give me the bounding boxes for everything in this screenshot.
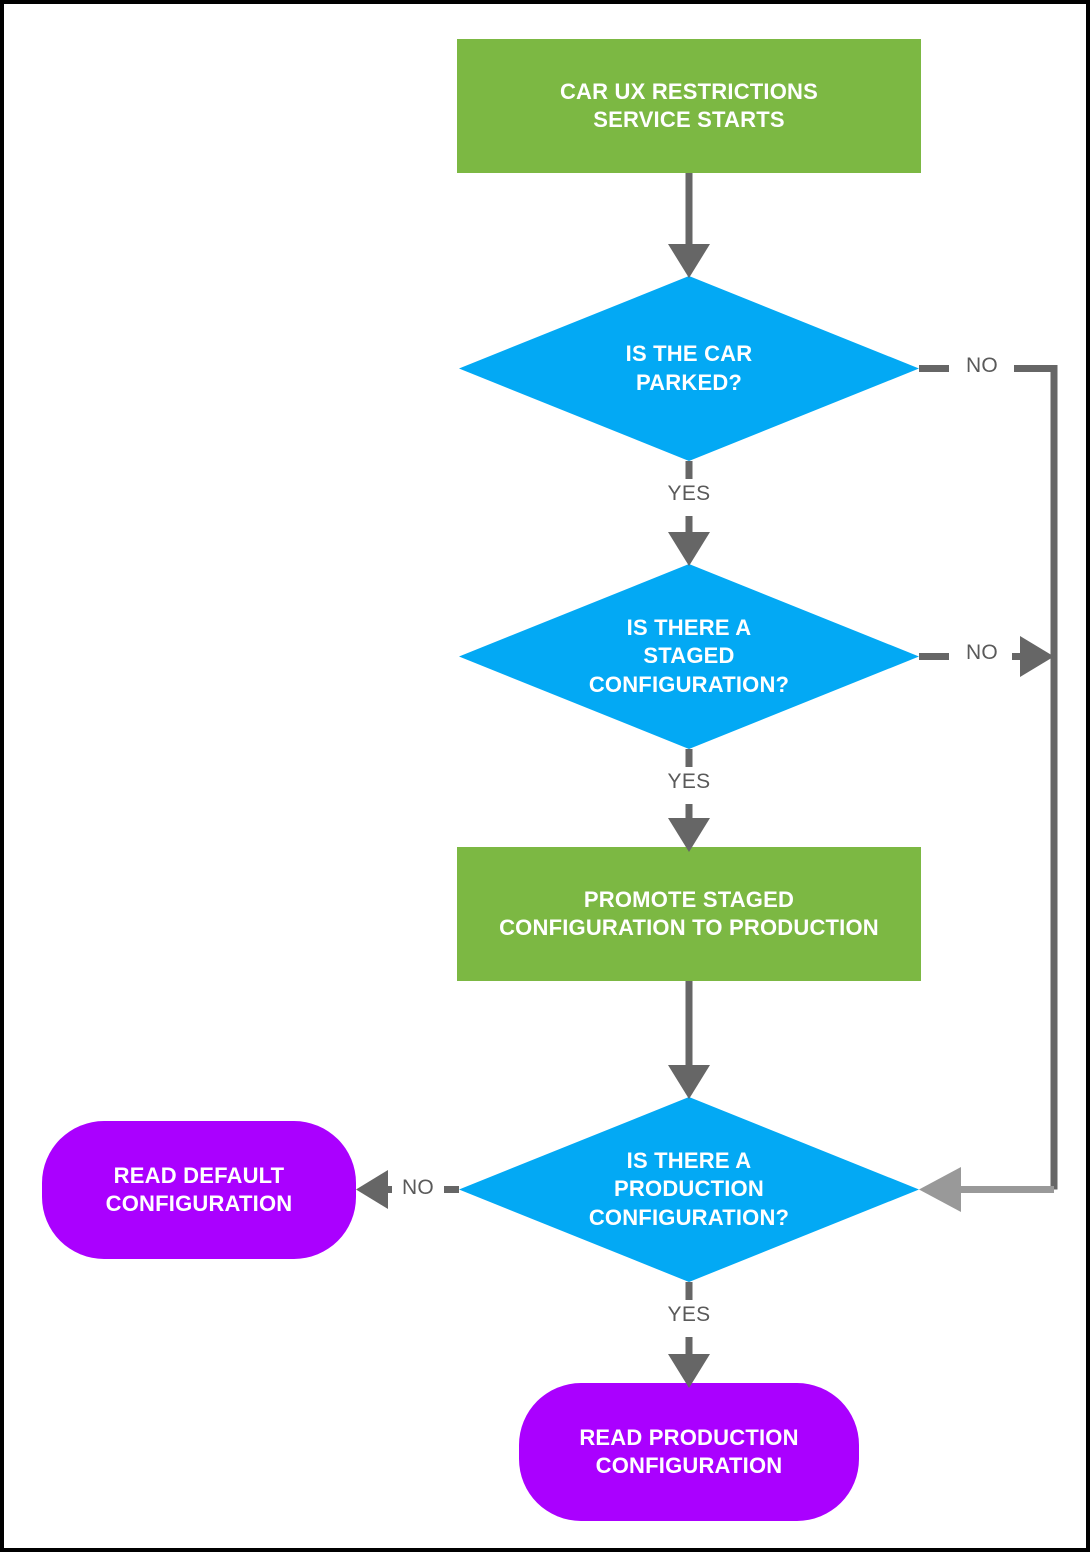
node-shape-promote-staged[interactable] xyxy=(457,847,921,981)
node-shape-staged-config[interactable] xyxy=(459,564,919,749)
node-shape-read-default[interactable] xyxy=(42,1121,356,1259)
edge-parked-yes-arrowhead xyxy=(668,532,710,566)
edge-staged-no-arrowhead xyxy=(1020,636,1054,677)
edge-production-no-arrowhead xyxy=(356,1170,388,1209)
edge-staged-yes-arrowhead xyxy=(668,818,710,852)
edge-production-yes-arrowhead xyxy=(668,1354,710,1388)
node-shape-read-production[interactable] xyxy=(519,1383,859,1521)
edge-parked-no-path xyxy=(1014,365,1058,1190)
node-shape-production-config[interactable] xyxy=(459,1097,919,1282)
node-shape-car-parked[interactable] xyxy=(459,276,919,461)
edge-promote-to-production-arrowhead xyxy=(668,1065,710,1099)
edge-no-trunk-to-production-arrowhead xyxy=(919,1167,961,1212)
flowchart-connectors-and-shapes xyxy=(42,39,1058,1521)
node-shape-start[interactable] xyxy=(457,39,921,173)
edge-start-to-parked-arrowhead xyxy=(668,244,710,278)
